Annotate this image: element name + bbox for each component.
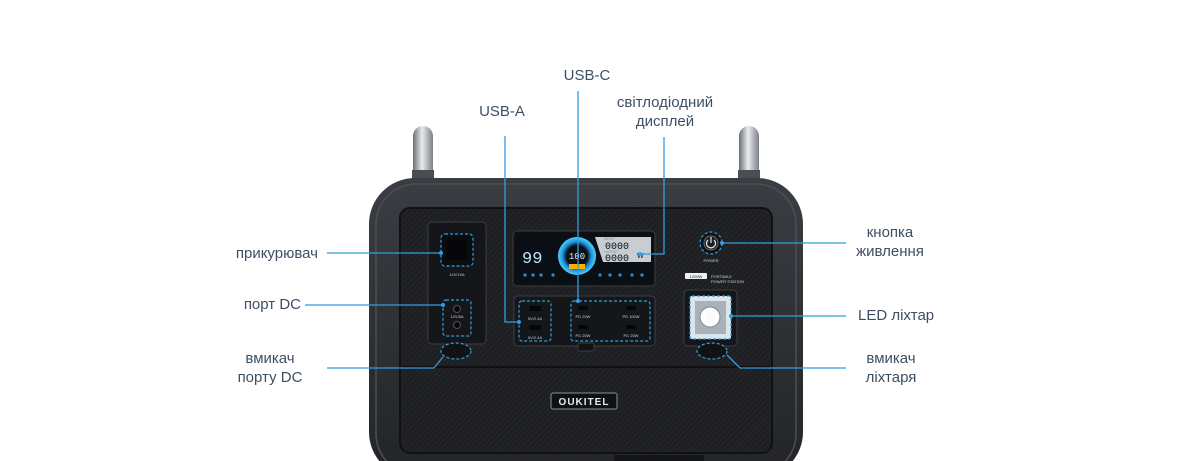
dc-switch-label-line2: порту DC bbox=[237, 369, 303, 386]
usb-a-2-text: 5V/2.4A bbox=[528, 335, 543, 340]
left-handle bbox=[412, 126, 434, 186]
right-handle bbox=[738, 126, 760, 186]
display-center-value: 100 bbox=[569, 252, 585, 262]
led-display-label-line1: світлодіодний bbox=[616, 94, 714, 111]
usb-c-1-text: PD 20W bbox=[576, 314, 591, 319]
display-output-label: OUTPUT bbox=[604, 250, 619, 254]
display-input-label: INPUT bbox=[604, 237, 615, 241]
usb-a-label: USB-A bbox=[479, 103, 525, 120]
light-switch-label-line2: ліхтаря bbox=[865, 369, 917, 386]
display-battery-percent: 99 bbox=[522, 250, 542, 269]
light-switch-label-line1: вмикач bbox=[866, 350, 916, 367]
dc-port-text: 12V/5A bbox=[450, 314, 463, 319]
cig-port-text: 12V/10A bbox=[449, 272, 465, 277]
light-switch bbox=[696, 342, 728, 360]
dc-switch-label: вмикач порту DC bbox=[218, 349, 322, 387]
connector-led-display bbox=[640, 137, 665, 255]
dc-port-group bbox=[442, 299, 472, 337]
led-display-label: світлодіодний дисплей bbox=[600, 93, 730, 131]
usb-c-group bbox=[570, 300, 651, 342]
led-display-label-line2: дисплей bbox=[635, 113, 695, 130]
led-light-label: LED ліхтар bbox=[858, 307, 935, 324]
display-unit: W bbox=[637, 253, 644, 260]
power-button-label-line2: живлення bbox=[856, 243, 924, 260]
display-output-value: 0000 bbox=[605, 254, 629, 265]
usb-c-4-text: PD 20W bbox=[624, 333, 639, 338]
power-button-label: кнопка живлення bbox=[840, 223, 940, 261]
dc-switch bbox=[440, 342, 472, 360]
dc-port-label: порт DC bbox=[243, 296, 301, 313]
cigarette-lighter-label: прикурювач bbox=[235, 245, 318, 262]
usb-c-3-text: PD 100W bbox=[622, 314, 639, 319]
power-text: POWER bbox=[703, 258, 718, 263]
model-badge: 1200W bbox=[690, 274, 703, 279]
light-switch-label: вмикач ліхтаря bbox=[843, 349, 939, 387]
usb-c-2-text: PD 20W bbox=[576, 333, 591, 338]
brand-logo: OUKITEL bbox=[559, 397, 610, 408]
callout-lines bbox=[305, 91, 846, 369]
dc-switch-label-line1: вмикач bbox=[245, 350, 295, 367]
connector-light-switch bbox=[726, 354, 741, 369]
display-input-value: 0000 bbox=[605, 242, 629, 253]
product-line-2: POWER STATION bbox=[711, 279, 744, 284]
power-button-label-line1: кнопка bbox=[866, 224, 914, 241]
connector-usb-a bbox=[504, 136, 519, 323]
usb-c-label: USB-C bbox=[563, 67, 611, 84]
product-line-1: PORTABLE bbox=[711, 274, 732, 279]
usb-a-1-text: 5V/2.4A bbox=[528, 316, 543, 321]
